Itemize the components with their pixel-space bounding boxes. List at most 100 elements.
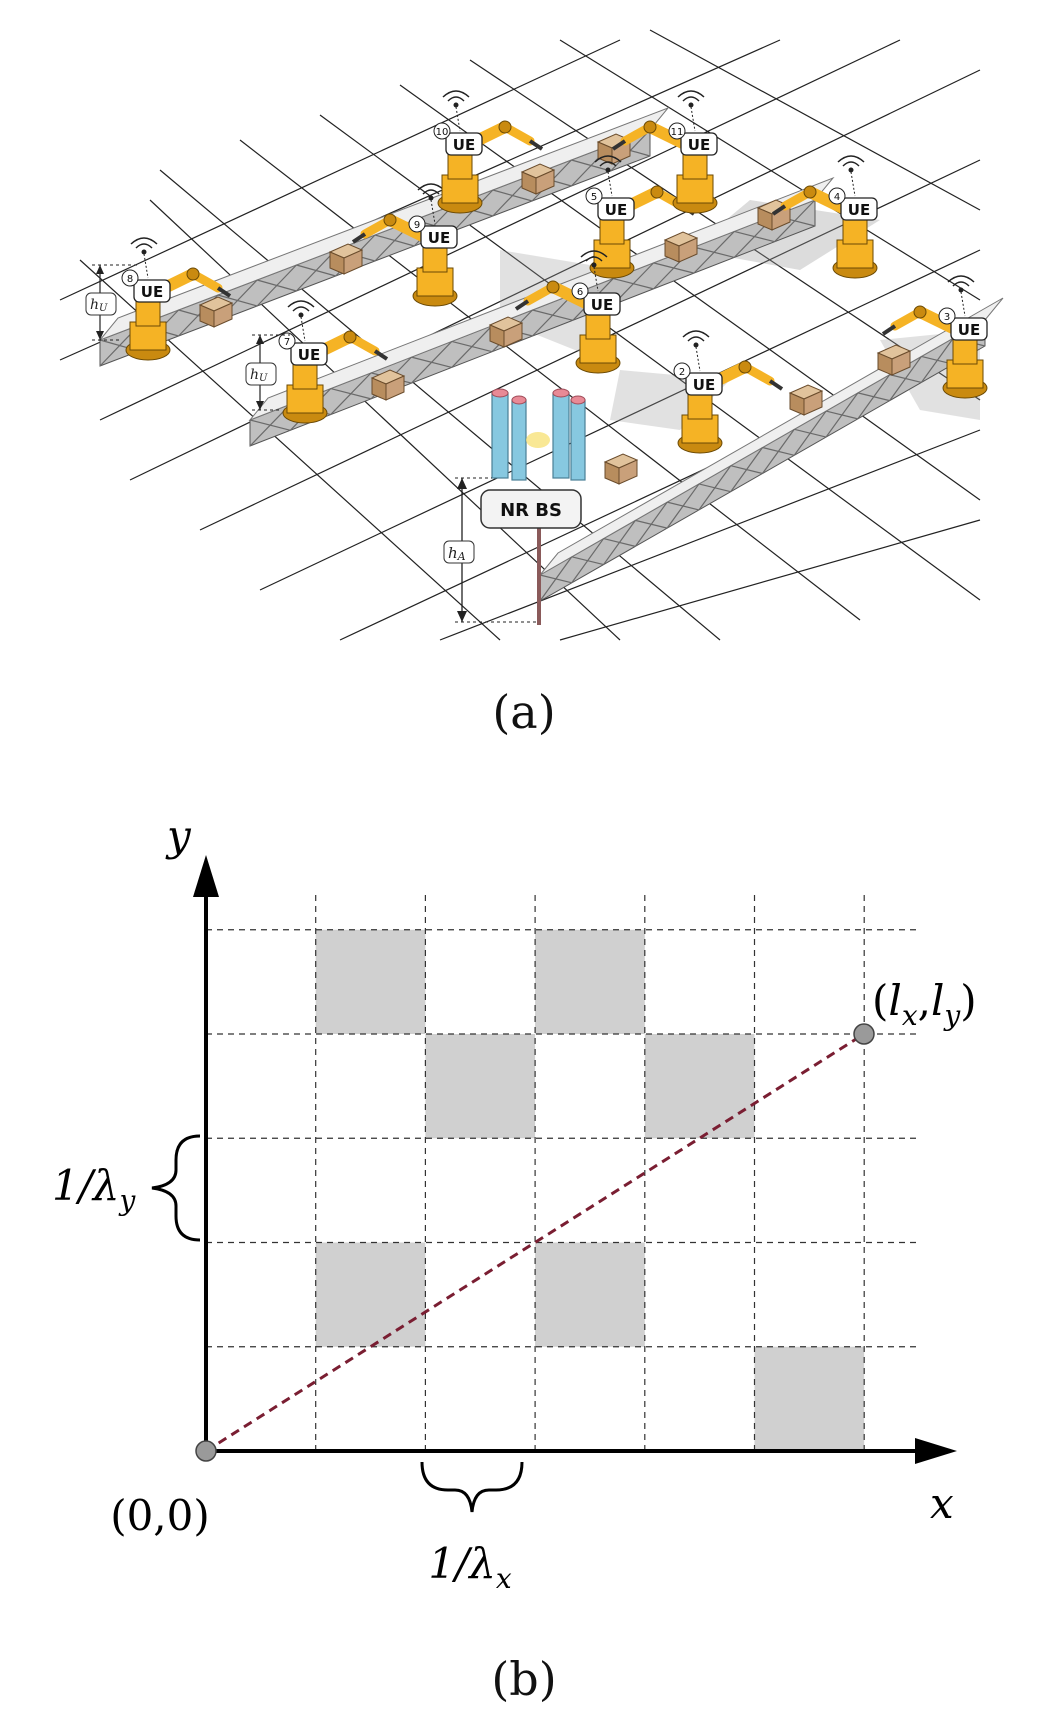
x-axis-arrow [915, 1438, 957, 1464]
ue-label: UE [298, 346, 320, 364]
floor-grid-line [439, 429, 981, 641]
origin-point [195, 1440, 217, 1462]
ha-sub: A [457, 550, 466, 563]
ue-number: 8 [127, 274, 133, 285]
hu-dimension-left: hU [85, 264, 140, 341]
ue-number: 9 [414, 220, 420, 231]
floor-grid-line [559, 519, 981, 641]
robot-arm-ue-6: UE 6 [514, 250, 621, 374]
floor-grid-line [159, 169, 721, 641]
ue-label-box [133, 279, 171, 303]
wireless-icon [580, 250, 608, 292]
ue-number: 7 [284, 337, 290, 348]
ue-number: 10 [436, 127, 449, 138]
hu-dimension-mid: hU [245, 334, 290, 411]
ue-number-badge [408, 215, 426, 233]
dashed-grid [206, 890, 920, 1451]
ue-number-badge [585, 187, 603, 205]
package-box [488, 316, 524, 348]
ue-label: UE [848, 201, 870, 219]
ue-number: 6 [577, 287, 583, 298]
package-box [788, 384, 824, 416]
ue-number: 3 [944, 312, 950, 323]
ue-number: 11 [671, 127, 684, 138]
robot-arm-ue-4: UE4 [771, 155, 878, 279]
axes [193, 855, 957, 1464]
ue-label: UE [693, 376, 715, 394]
ue-number-badge [433, 122, 451, 140]
ue-label-box [420, 225, 458, 249]
endpoint [853, 1023, 875, 1045]
ue-number: 5 [591, 192, 597, 203]
caption-a: (a) [492, 685, 555, 739]
y-axis-label: y [165, 811, 192, 860]
robot-arm-ue-9: UE 9 [351, 183, 458, 307]
robot-arm-ue-3: UE 3 [881, 275, 988, 399]
package-box [603, 453, 639, 485]
ue-number-badge [828, 187, 846, 205]
x-spacing-label: 1/λx [428, 1539, 512, 1595]
ue-label-box [290, 342, 328, 366]
floor-grid-line [99, 39, 901, 421]
shaded-cells [315, 929, 865, 1451]
ue-number-badge [571, 282, 589, 300]
ue-label-box [950, 317, 988, 341]
diagonal-path [205, 1032, 865, 1453]
ue-number-badge [668, 122, 686, 140]
ue-number: 2 [679, 367, 685, 378]
robot-arm-ue-11: UE 11 [611, 90, 718, 214]
ue-label-box [680, 132, 718, 156]
ue-number-badge [121, 269, 139, 287]
shaded-cell [644, 1034, 755, 1139]
shaded-cell [535, 929, 645, 1034]
ue-label: UE [688, 136, 710, 154]
ue-label-box [685, 372, 723, 396]
hu-sub-mid: U [259, 373, 268, 384]
conveyor [248, 176, 835, 447]
wireless-icon [677, 90, 705, 132]
endpoint-label: (lx,ly) [872, 976, 977, 1032]
robot-arm-ue-7: UE 7 [278, 300, 389, 424]
shaded-cell [315, 1242, 426, 1347]
ue-label: UE [605, 201, 627, 219]
robot-arm-ue-2: UE 2 [673, 330, 784, 454]
hu-sub-left: U [99, 303, 108, 314]
wireless-icon [594, 155, 622, 197]
ue-label: UE [453, 136, 475, 154]
bs-label-box [480, 489, 582, 529]
ha-label: h [448, 544, 458, 562]
floor-grid-line [239, 139, 861, 621]
floor-grid-line [59, 39, 621, 301]
ue-label: UE [428, 229, 450, 247]
bs-antennas [491, 388, 586, 481]
wireless-icon [130, 237, 158, 279]
x-spacing-brace [420, 1461, 524, 1513]
floor-grid-line [149, 199, 621, 641]
panel-b-grid-diagram: y x (0,0) (lx,ly) 1/λx 1/λy (b) [52, 811, 977, 1706]
package-box [198, 296, 234, 328]
shaded-cell [315, 929, 426, 1034]
svg-text:hU: hU [90, 297, 108, 314]
ue-label: UE [591, 296, 613, 314]
hu-label-left: h [90, 297, 99, 313]
ue-label: UE [958, 321, 980, 339]
svg-text:hA: hA [448, 544, 466, 563]
ue-label-box [445, 132, 483, 156]
wireless-icon [442, 90, 470, 132]
package-box [876, 344, 912, 376]
robot-arm-ue-10: UE 10 [433, 90, 544, 214]
nr-base-station: NR BS hA [443, 388, 586, 625]
ue-label-box [597, 197, 635, 221]
floor-grid-line [259, 249, 981, 591]
shaded-cell [425, 1034, 536, 1139]
package-boxes [198, 133, 912, 485]
wireless-icon [837, 155, 865, 197]
origin-label: (0,0) [110, 1491, 210, 1540]
package-box [328, 243, 364, 275]
hu-label-mid: h [250, 367, 259, 383]
y-spacing-label: 1/λy [52, 1161, 137, 1217]
caption-b: (b) [491, 1652, 556, 1706]
